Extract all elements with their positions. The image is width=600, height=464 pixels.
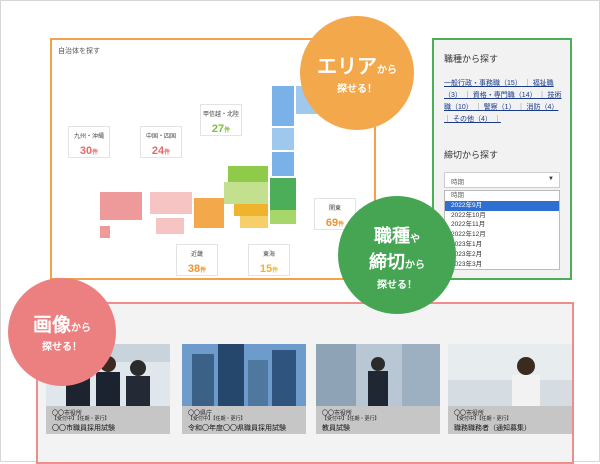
map-block-tokai-south[interactable] — [240, 216, 268, 228]
map-block-shikoku[interactable] — [156, 218, 184, 234]
map-block-tohoku-1[interactable] — [272, 128, 294, 150]
job-link[interactable]: 一般行政・事務職（15） — [444, 80, 522, 87]
image-search-panel: 〇〇市役所 【受付中】【任期・更行】 〇〇市職員採用試験 〇〇県庁 【受付中】【… — [36, 302, 574, 464]
option[interactable]: 2023年2月 — [451, 250, 483, 258]
job-link[interactable]: 消防（4） — [526, 104, 559, 111]
area-search-panel: 自治体を探す 九州・沖縄 30件 中国・四国 24件 — [50, 38, 376, 280]
job-link-list: 一般行政・事務職（15） ｜ 福祉職（3） ｜ 資格・専門職（14） ｜ 技術職… — [444, 80, 562, 123]
card-label: 〇〇市役所 【受付中】【任期・更行】 〇〇市職員採用試験 — [46, 406, 170, 434]
search-sidebar: 職種から探す 一般行政・事務職（15） ｜ 福祉職（3） ｜ 資格・専門職（14… — [432, 38, 572, 280]
map-block-koshinetsu[interactable] — [224, 182, 268, 204]
job-card[interactable]: 〇〇市役所 【受付中】【任期・更行】 職務職務者（通知募集） — [448, 344, 572, 434]
region-koshinetsu-hokuriku[interactable]: 甲信越・北陸 27件 — [200, 104, 242, 136]
job-card[interactable]: 〇〇市役所 【受付中】【任期・更行】 教員試験 — [316, 344, 440, 434]
region-kinki[interactable]: 近畿 38件 — [176, 244, 218, 276]
map-block-hokuriku[interactable] — [228, 166, 268, 182]
option[interactable]: 2023年3月 — [451, 260, 483, 268]
card-label: 〇〇市役所 【受付中】【任期・更行】 職務職務者（通知募集） — [448, 406, 572, 434]
map-block-hokkaido[interactable] — [272, 86, 294, 126]
buildings-photo — [182, 344, 306, 406]
job-link[interactable]: 警察（1） — [483, 104, 516, 111]
job-link[interactable]: 福祉職（3） — [444, 80, 554, 99]
region-count: 24件 — [151, 145, 171, 157]
region-count: 15件 — [259, 263, 279, 275]
deadline-select[interactable]: 時期 ▼ — [444, 172, 560, 188]
map-block-kinki[interactable] — [194, 198, 224, 228]
panel-title: 自治体を探す — [58, 48, 100, 55]
card-label: 〇〇市役所 【受付中】【任期・更行】 教員試験 — [316, 406, 440, 434]
option[interactable]: 2022年10月 — [451, 211, 486, 219]
map-block-kanto-south[interactable] — [270, 210, 296, 224]
region-count: 27件 — [211, 123, 231, 135]
region-kanto[interactable]: 関東 69件 — [314, 198, 356, 230]
region-count: 38件 — [187, 263, 207, 275]
map-block-tokai[interactable] — [234, 204, 268, 216]
region-tokai[interactable]: 東海 15件 — [248, 244, 290, 276]
deadline-options: 時期 2022年9月 2022年10月 2022年11月 2022年12月 20… — [444, 190, 560, 271]
japan-map: 九州・沖縄 30件 中国・四国 24件 甲信越・北陸 27件 近畿 38件 東海… — [58, 58, 366, 276]
option[interactable]: 2022年11月 — [451, 221, 486, 229]
job-link[interactable]: 資格・専門職（14） — [472, 92, 537, 99]
option[interactable]: 2023年1月 — [451, 240, 483, 248]
region-chugoku-shikoku[interactable]: 中国・四国 24件 — [140, 126, 182, 158]
caret-down-icon: ▼ — [548, 176, 554, 182]
map-block-tohoku-2[interactable] — [272, 152, 294, 176]
map-block-okinawa[interactable] — [100, 226, 110, 238]
job-link[interactable]: その他（4） — [452, 116, 492, 123]
map-block-chugoku[interactable] — [150, 192, 192, 214]
job-heading: 職種から探す — [444, 54, 499, 64]
region-count: 69件 — [325, 217, 345, 229]
map-block-kanto[interactable] — [270, 178, 296, 210]
image-bubble: 画像から 探せる！ — [8, 278, 116, 386]
card-label: 〇〇県庁 【受付中】【任期・更行】 令和〇年度〇〇県職員採用試験 — [182, 406, 306, 434]
option-selected[interactable]: 2022年9月 — [445, 200, 559, 211]
option[interactable]: 時期 — [451, 192, 464, 199]
map-block-kyushu[interactable] — [100, 192, 142, 220]
job-card[interactable]: 〇〇県庁 【受付中】【任期・更行】 令和〇年度〇〇県職員採用試験 — [182, 344, 306, 434]
businessman-photo — [316, 344, 440, 406]
region-kyushu-okinawa[interactable]: 九州・沖縄 30件 — [68, 126, 110, 158]
area-bubble: エリアから 探せる！ — [300, 16, 414, 130]
deadline-heading: 締切から探す — [444, 150, 499, 160]
woman-photo — [448, 344, 572, 406]
option[interactable]: 2022年12月 — [451, 231, 486, 239]
job-deadline-bubble: 職種や 締切から 探せる！ — [338, 196, 456, 314]
region-count: 30件 — [79, 145, 99, 157]
job-link[interactable]: 技術職（10） — [444, 92, 562, 111]
